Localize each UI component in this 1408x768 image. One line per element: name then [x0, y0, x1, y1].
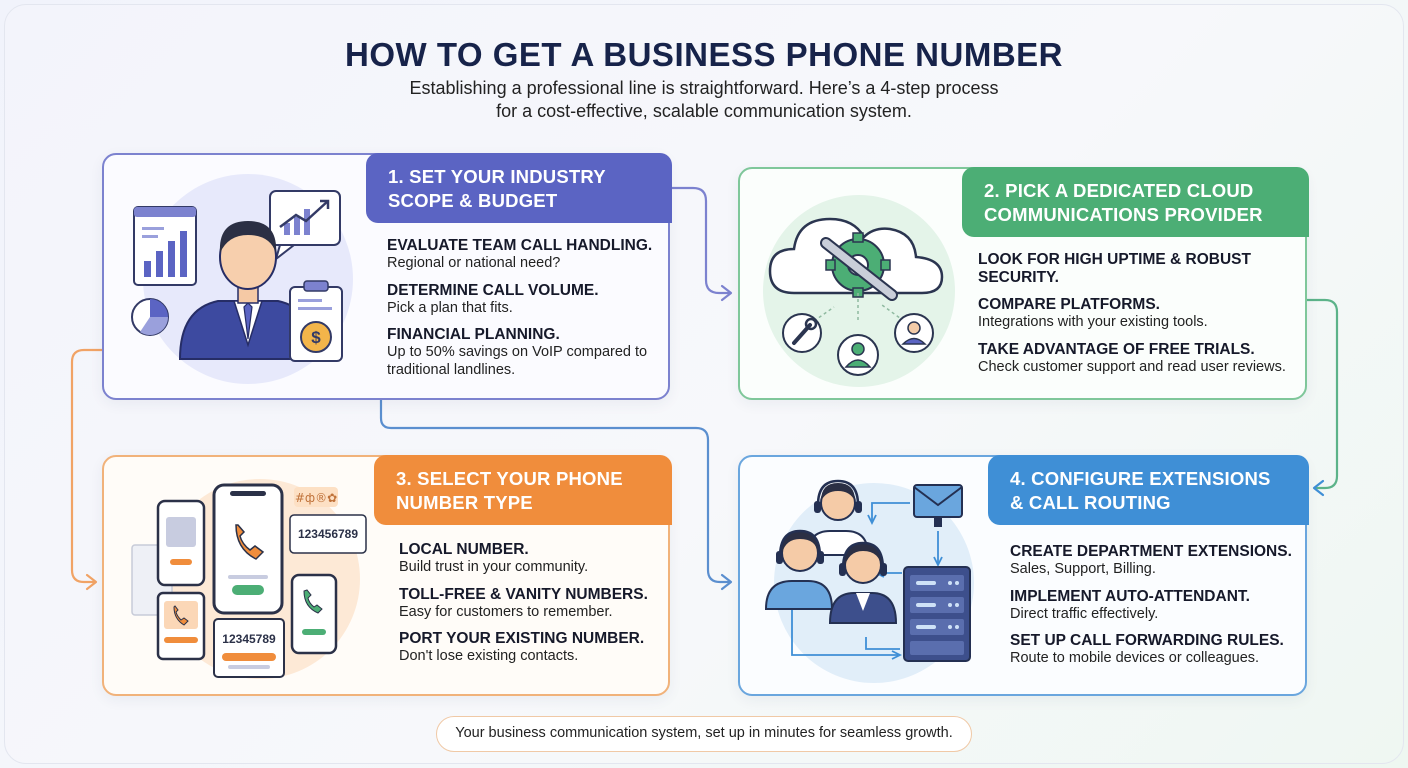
- growth-chat-icon: [269, 190, 341, 262]
- step-2-illustration: [763, 195, 955, 387]
- item-description: Easy for customers to remember.: [399, 603, 613, 620]
- user-icon: [894, 313, 934, 353]
- wrench-icon: [782, 313, 822, 353]
- step-3-item: PORT YOUR EXISTING NUMBER. Don't lose ex…: [399, 630, 669, 666]
- step-3-header: 3. SELECT YOUR PHONE NUMBER TYPE: [374, 455, 672, 525]
- item-title: TOLL-FREE & VANITY NUMBERS.: [399, 585, 648, 603]
- item-title: LOOK FOR HIGH UPTIME & ROBUST SECURITY.: [978, 251, 1251, 286]
- item-description: Check customer support and read user rev…: [978, 358, 1286, 375]
- user-icon: [837, 334, 879, 376]
- subtitle-line-1: Establishing a professional line is stra…: [409, 78, 999, 98]
- step-2-item: TAKE ADVANTAGE OF FREE TRIALS. Check cus…: [978, 341, 1303, 377]
- item-description: Up to 50% savings on VoIP compared to tr…: [387, 344, 648, 378]
- step-1-header-line-2: SCOPE & BUDGET: [388, 190, 558, 211]
- step-1-card: $ 1. SET YOUR INDUSTRY SCOPE & BUDGET EV…: [102, 153, 672, 400]
- step-2-header-line-2: COMMUNICATIONS PROVIDER: [984, 204, 1263, 225]
- step-2-items: LOOK FOR HIGH UPTIME & ROBUST SECURITY. …: [978, 251, 1303, 385]
- step-4-items: CREATE DEPARTMENT EXTENSIONS. Sales, Sup…: [1010, 543, 1306, 677]
- item-description: Regional or national need?: [387, 255, 561, 271]
- item-description: Integrations with your existing tools.: [978, 314, 1208, 330]
- item-title: COMPARE PLATFORMS.: [978, 296, 1160, 313]
- item-title: SET UP CALL FORWARDING RULES.: [1010, 632, 1284, 649]
- businessman-icon: [178, 221, 318, 360]
- step-1-item: FINANCIAL PLANNING. Up to 50% savings on…: [387, 326, 667, 379]
- step-1-header: 1. SET YOUR INDUSTRY SCOPE & BUDGET: [366, 153, 672, 223]
- number-card-b: 12345789: [222, 632, 276, 646]
- step-4-card: 4. CONFIGURE EXTENSIONS & CALL ROUTING C…: [738, 455, 1309, 696]
- step-2-card: 2. PICK A DEDICATED CLOUD COMMUNICATIONS…: [738, 167, 1309, 400]
- phone-icon: [156, 591, 206, 661]
- step-1-illustration: $: [131, 174, 353, 384]
- phone-icon: [156, 499, 206, 587]
- item-description: Sales, Support, Billing.: [1010, 561, 1156, 577]
- step-1-item: EVALUATE TEAM CALL HANDLING. Regional or…: [387, 237, 667, 273]
- item-title: FINANCIAL PLANNING.: [387, 326, 560, 343]
- analytics-chart-icon: [133, 206, 197, 286]
- item-title: LOCAL NUMBER.: [399, 541, 529, 558]
- footer-banner: Your business communication system, set …: [436, 716, 972, 752]
- step-2-header: 2. PICK A DEDICATED CLOUD COMMUNICATIONS…: [962, 167, 1309, 237]
- step-3-illustration: #ф®✿ 123456789 12345789: [131, 479, 367, 679]
- item-title: CREATE DEPARTMENT EXTENSIONS.: [1010, 543, 1292, 560]
- item-title: IMPLEMENT AUTO-ATTENDANT.: [1010, 587, 1250, 605]
- step-4-illustration: [764, 479, 974, 683]
- item-description: Build trust in your community.: [399, 559, 589, 575]
- vanity-tag: #ф®✿: [295, 491, 337, 505]
- server-icon: [903, 566, 971, 662]
- phone-icon: [290, 573, 338, 655]
- number-card-a: 123456789: [298, 527, 358, 541]
- step-4-header-line-2: & CALL ROUTING: [1010, 492, 1171, 513]
- page-subtitle: Establishing a professional line is stra…: [0, 77, 1408, 123]
- step-3-card: #ф®✿ 123456789 12345789 3. SELECT YOUR P…: [102, 455, 672, 696]
- item-title: PORT YOUR EXISTING NUMBER.: [399, 630, 645, 647]
- step-1-header-line-1: 1. SET YOUR INDUSTRY: [388, 166, 606, 187]
- headset-agent-icon: [806, 479, 870, 556]
- step-3-header-line-2: NUMBER TYPE: [396, 492, 533, 513]
- step-4-item: SET UP CALL FORWARDING RULES. Route to m…: [1010, 632, 1306, 668]
- item-description: Don't lose existing contacts.: [399, 648, 579, 664]
- step-4-header: 4. CONFIGURE EXTENSIONS & CALL ROUTING: [988, 455, 1309, 525]
- subtitle-line-2: for a cost-effective, scalable communica…: [496, 101, 912, 121]
- item-description: Direct traffic effectively.: [1010, 605, 1159, 622]
- phone-icon: [212, 483, 284, 615]
- item-title: TAKE ADVANTAGE OF FREE TRIALS.: [978, 340, 1255, 358]
- dollar-sign: $: [311, 328, 321, 347]
- item-title: EVALUATE TEAM CALL HANDLING.: [387, 237, 653, 254]
- step-3-item: TOLL-FREE & VANITY NUMBERS. Easy for cus…: [399, 586, 669, 622]
- email-icon: [913, 484, 963, 527]
- headset-agent-icon: [764, 529, 834, 610]
- item-description: Pick a plan that fits.: [387, 299, 513, 316]
- pie-chart-icon: [131, 298, 169, 336]
- step-3-header-line-1: 3. SELECT YOUR PHONE: [396, 468, 623, 489]
- item-description: Route to mobile devices or colleagues.: [1010, 650, 1260, 666]
- step-3-item: LOCAL NUMBER. Build trust in your commun…: [399, 541, 669, 577]
- step-4-item: CREATE DEPARTMENT EXTENSIONS. Sales, Sup…: [1010, 543, 1306, 579]
- step-2-item: LOOK FOR HIGH UPTIME & ROBUST SECURITY.: [978, 251, 1303, 287]
- step-1-item: DETERMINE CALL VOLUME. Pick a plan that …: [387, 282, 667, 318]
- step-3-items: LOCAL NUMBER. Build trust in your commun…: [399, 541, 669, 675]
- step-2-item: COMPARE PLATFORMS. Integrations with you…: [978, 296, 1303, 332]
- step-2-header-line-1: 2. PICK A DEDICATED CLOUD: [984, 180, 1254, 201]
- step-1-items: EVALUATE TEAM CALL HANDLING. Regional or…: [387, 237, 667, 388]
- budget-clipboard-icon: $: [289, 280, 343, 362]
- page-title: HOW TO GET A BUSINESS PHONE NUMBER: [345, 36, 1063, 73]
- step-4-header-line-1: 4. CONFIGURE EXTENSIONS: [1010, 468, 1271, 489]
- headset-agent-icon: [828, 541, 898, 624]
- cloud-gear-wrench-icon: [768, 217, 944, 301]
- step-4-item: IMPLEMENT AUTO-ATTENDANT. Direct traffic…: [1010, 588, 1306, 624]
- item-title: DETERMINE CALL VOLUME.: [387, 281, 599, 299]
